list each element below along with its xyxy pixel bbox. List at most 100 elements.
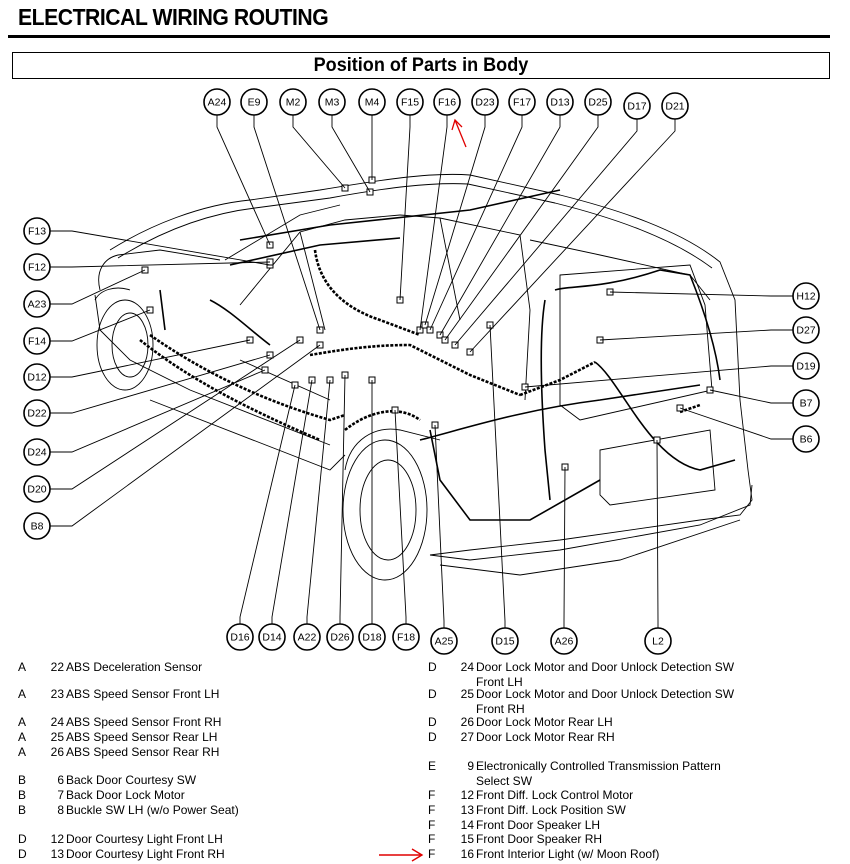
callout-circle <box>23 475 51 503</box>
legend-num: 25 <box>50 730 64 744</box>
callout-a22: A22 <box>293 623 321 651</box>
callout-text: L2 <box>652 636 664 648</box>
callout-circle <box>318 88 346 116</box>
callout-circle <box>358 88 386 116</box>
legend-desc: Front Door Speaker RH <box>476 832 603 846</box>
callout-m3: M3 <box>318 88 346 116</box>
leader-line <box>399 102 411 301</box>
callout-a25: A25 <box>430 627 458 655</box>
legend-desc: Front Door Speaker LH <box>476 818 601 832</box>
callout-circle <box>23 290 51 318</box>
legend-num: 12 <box>460 788 474 802</box>
callout-text: D24 <box>27 447 46 459</box>
callout-f15: F15 <box>396 88 424 116</box>
callout-text: E9 <box>248 97 261 109</box>
legend-letter: A <box>18 715 27 729</box>
leader-line <box>37 309 151 342</box>
callout-text: D12 <box>27 372 46 384</box>
section-heading: Position of Parts in Body <box>12 52 830 79</box>
leader-line <box>563 466 566 641</box>
legend-letter: D <box>428 687 437 701</box>
callout-d13: D13 <box>546 88 574 116</box>
callout-circle <box>23 512 51 540</box>
callout-d12: D12 <box>23 363 51 391</box>
legend-letter: D <box>428 660 437 674</box>
callout-text: B6 <box>800 434 813 446</box>
callout-circle <box>644 627 672 655</box>
callout-text: F15 <box>401 97 419 109</box>
legend-letter: F <box>428 847 436 861</box>
callout-circle <box>792 425 820 453</box>
callout-l2: L2 <box>644 627 672 655</box>
legend-desc: Door Courtesy Light Front RH <box>66 847 225 861</box>
legend-letter: A <box>18 660 27 674</box>
legend-num: 13 <box>460 803 474 817</box>
callout-text: A24 <box>208 97 227 109</box>
callout-text: A23 <box>28 299 47 311</box>
callout-circle <box>23 399 51 427</box>
legend-num: 7 <box>57 788 64 802</box>
callout-circle <box>508 88 536 116</box>
leader-line <box>271 379 313 637</box>
leader-line <box>239 384 296 637</box>
callout-circle <box>240 88 268 116</box>
callout-circle <box>584 88 612 116</box>
legend-desc: Door Lock Motor Rear RH <box>476 730 615 744</box>
callout-circle <box>430 627 458 655</box>
legend-num: 15 <box>460 832 474 846</box>
leader-line <box>216 102 271 246</box>
callout-d18: D18 <box>358 623 386 651</box>
legend-desc: ABS Speed Sensor Front LH <box>66 687 220 701</box>
legend-desc: Front Diff. Lock Control Motor <box>476 788 634 802</box>
page-title: ELECTRICAL WIRING ROUTING <box>18 4 329 30</box>
callout-d27: D27 <box>792 316 820 344</box>
legend-num: 8 <box>57 803 64 817</box>
legend-desc: ABS Deceleration Sensor <box>66 660 203 674</box>
callout-text: F17 <box>513 97 531 109</box>
callout-text: F16 <box>438 97 456 109</box>
legend-desc: Door Lock Motor and Door Unlock Detectio… <box>476 660 735 689</box>
callout-circle <box>226 623 254 651</box>
callout-e9: E9 <box>240 88 268 116</box>
callout-d17: D17 <box>623 92 651 120</box>
legend-num: 22 <box>50 660 64 674</box>
callout-d24: D24 <box>23 438 51 466</box>
legend-letter: B <box>18 788 27 802</box>
legend-desc: Door Courtesy Light Front LH <box>66 832 223 846</box>
leader-line <box>37 269 146 305</box>
callout-text: D15 <box>495 636 514 648</box>
leader-line <box>656 439 659 641</box>
callout-f16: F16 <box>433 88 461 116</box>
leader-line <box>439 102 561 336</box>
callout-d23: D23 <box>471 88 499 116</box>
callout-f12: F12 <box>23 253 51 281</box>
legend-desc: Back Door Lock Motor <box>66 788 185 802</box>
callout-circle <box>23 438 51 466</box>
legend-num: 26 <box>460 715 474 729</box>
legend-desc: Front Diff. Lock Position SW <box>476 803 626 817</box>
leader-line <box>709 389 806 404</box>
connectors <box>141 176 714 471</box>
legend-letter: F <box>428 832 436 846</box>
callout-m2: M2 <box>279 88 307 116</box>
highlight-arrow-diagram <box>451 118 467 148</box>
callout-f18: F18 <box>392 623 420 651</box>
legend-letter: D <box>428 715 437 729</box>
legend-num: 24 <box>50 715 64 729</box>
legend-num: 24 <box>460 660 474 674</box>
legend-num: 26 <box>50 745 64 759</box>
callout-text: M3 <box>325 97 340 109</box>
leader-line <box>609 291 806 297</box>
callout-circle <box>792 352 820 380</box>
callout-circle <box>546 88 574 116</box>
legend-desc: Door Lock Motor and Door Unlock Detectio… <box>476 687 735 716</box>
legend-num: 12 <box>50 832 64 846</box>
callout-circle <box>661 92 689 120</box>
section-heading-text: Position of Parts in Body <box>313 55 529 76</box>
leader-line <box>599 329 806 341</box>
legend-letter: E <box>428 759 437 773</box>
callout-circle <box>792 389 820 417</box>
